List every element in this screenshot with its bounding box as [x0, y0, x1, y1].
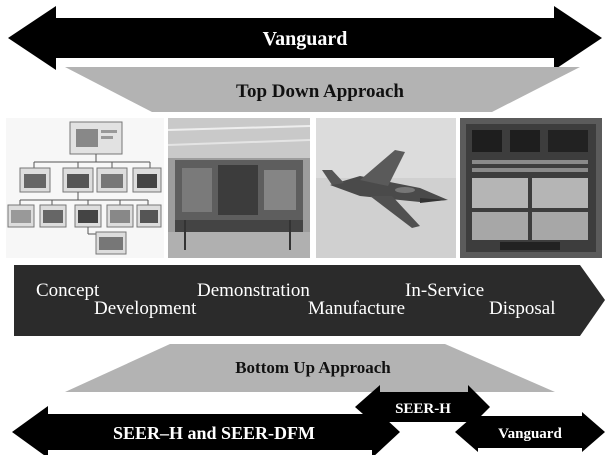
product-breakdown-tree-image — [6, 118, 164, 258]
stage-concept: Concept — [36, 280, 100, 301]
circuit-board-photo — [460, 118, 602, 258]
stage-demonstration: Demonstration — [197, 280, 310, 301]
stage-in-service: In-Service — [405, 280, 485, 301]
seer-h-dfm-label: SEER–H and SEER-DFM — [113, 423, 315, 443]
top-vanguard-arrow: Vanguard — [8, 6, 602, 70]
top-down-label: Top Down Approach — [236, 81, 404, 102]
stage-disposal: Disposal — [489, 298, 556, 319]
stage-development: Development — [94, 298, 197, 319]
bottom-vanguard-arrow: Vanguard — [455, 412, 605, 452]
top-down-trapezoid: Top Down Approach — [65, 67, 580, 112]
seer-h-label: SEER-H — [395, 401, 451, 417]
seer-h-arrow: SEER-H — [355, 385, 490, 429]
manufacturing-line-photo — [167, 118, 311, 258]
top-vanguard-label: Vanguard — [263, 28, 348, 50]
bottom-up-trapezoid: Bottom Up Approach — [65, 344, 555, 392]
bottom-up-label: Bottom Up Approach — [235, 358, 391, 377]
stage-manufacture: Manufacture — [308, 298, 406, 319]
fighter-jet-photo — [316, 118, 456, 258]
seer-h-dfm-arrow: SEER–H and SEER-DFM — [12, 406, 400, 455]
bottom-vanguard-label: Vanguard — [498, 426, 562, 442]
lifecycle-arrow-band — [14, 265, 605, 336]
